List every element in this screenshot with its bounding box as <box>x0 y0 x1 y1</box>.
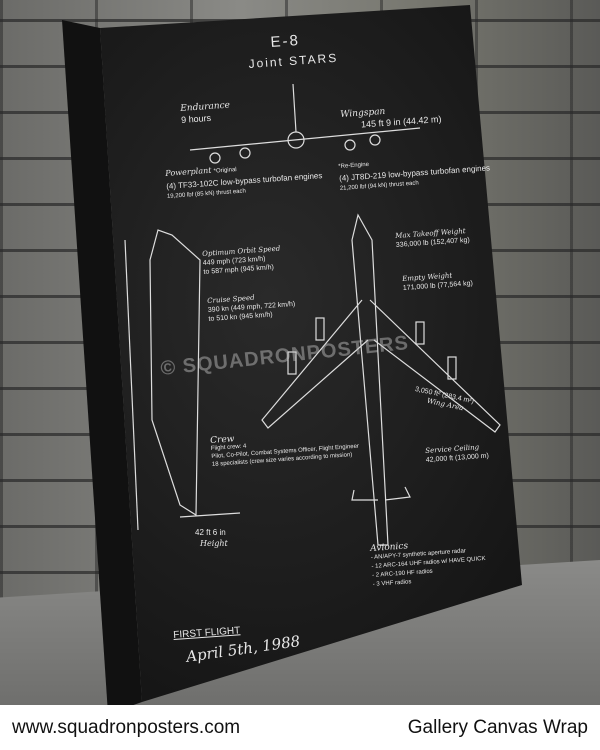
front-view-drawing <box>189 83 421 164</box>
height-spec: 42 ft 6 in Height <box>195 527 228 549</box>
avionics-spec: Avionics - AN/APY-7 synthetic aperture r… <box>370 537 487 590</box>
spec-label: Powerplant <box>165 165 212 178</box>
spec-tag: *Original <box>213 167 237 175</box>
top-view-drawing <box>261 213 501 546</box>
spec-label: Height <box>200 539 228 548</box>
product-type: Gallery Canvas Wrap <box>407 716 588 738</box>
spec-value: 42 ft 6 in <box>195 528 226 537</box>
poster-title: E-8 <box>270 31 301 51</box>
avionics-item-text: 3 VHF radios <box>376 579 412 588</box>
bottom-banner: www.squadronposters.com Gallery Canvas W… <box>0 705 600 750</box>
avionics-item-text: 2 ARC-190 HF radios <box>375 568 433 579</box>
side-view-drawing <box>124 229 241 531</box>
website-link[interactable]: www.squadronposters.com <box>12 716 241 738</box>
